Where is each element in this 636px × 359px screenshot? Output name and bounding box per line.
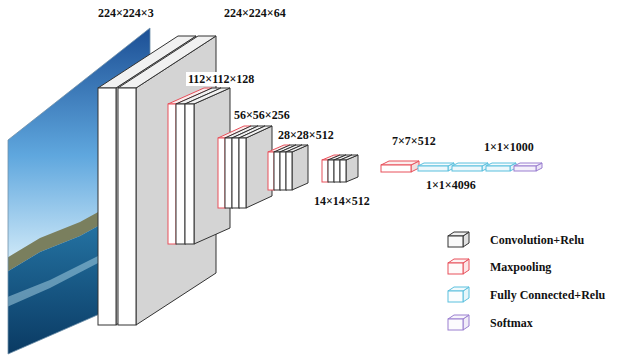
maxpool-layer xyxy=(381,161,419,172)
softmax-layer xyxy=(514,163,542,171)
cuboid-front xyxy=(452,166,482,171)
cuboid-front xyxy=(340,160,346,182)
fc-layer xyxy=(418,163,454,171)
legend-label: Fully Connected+Relu xyxy=(490,288,605,302)
cuboid-front xyxy=(486,166,510,171)
cuboid-top xyxy=(185,88,230,104)
conv-layer xyxy=(185,88,230,244)
dimension-label: 1×1×4096 xyxy=(424,178,478,192)
cuboid-front xyxy=(185,104,194,244)
cuboid-front xyxy=(514,166,536,171)
dimension-label: 7×7×512 xyxy=(390,134,438,148)
legend-label: Softmax xyxy=(490,316,533,330)
legend-entry: Fully Connected+Relu xyxy=(446,286,605,304)
cuboid-top xyxy=(448,287,469,291)
layer-stack xyxy=(98,36,542,325)
cuboid-top xyxy=(448,259,469,263)
conv-layer xyxy=(286,145,308,190)
cuboid-front xyxy=(268,152,274,190)
legend-entry: Convolution+Relu xyxy=(446,231,584,249)
cuboid-side xyxy=(292,145,308,190)
cuboid-front xyxy=(118,88,136,325)
cuboid-top xyxy=(381,161,419,165)
dimension-label: 112×112×128 xyxy=(186,72,256,86)
cuboid-front xyxy=(232,138,239,208)
cuboid-front xyxy=(225,138,232,208)
dimension-label: 56×56×256 xyxy=(232,108,292,122)
cuboid-front xyxy=(218,138,225,208)
dimension-label: 224×224×3 xyxy=(96,6,156,20)
cuboid-top xyxy=(286,145,308,152)
legend-entry: Maxpooling xyxy=(446,258,551,276)
cuboid-front xyxy=(381,165,411,172)
legend-swatch xyxy=(446,286,472,304)
cuboid-top xyxy=(340,155,358,160)
legend-entry: Softmax xyxy=(446,314,533,332)
cuboid-front xyxy=(274,152,280,190)
cuboid-front xyxy=(448,263,463,274)
fc-layer xyxy=(486,163,516,171)
cuboid-top xyxy=(239,126,272,138)
maxpool-layer xyxy=(218,126,251,208)
conv-layer xyxy=(239,126,272,208)
legend-swatch xyxy=(446,231,472,249)
cuboid-top xyxy=(448,315,469,319)
cuboid-front xyxy=(322,160,328,182)
dimension-label: 224×224×64 xyxy=(222,6,288,20)
cuboid-front xyxy=(448,319,463,330)
cuboid-front xyxy=(98,88,116,325)
dimension-label: 1×1×1000 xyxy=(482,140,536,154)
cuboid-front xyxy=(418,166,448,171)
cuboid-front xyxy=(286,152,292,190)
legend-label: Maxpooling xyxy=(490,260,551,274)
cuboid-front xyxy=(328,160,334,182)
cuboid-front xyxy=(176,104,185,244)
cuboid-front xyxy=(280,152,286,190)
legend-swatch xyxy=(446,258,472,276)
conv-layer xyxy=(340,155,358,182)
cuboid-front xyxy=(239,138,246,208)
cuboid-front xyxy=(448,291,463,302)
cuboid-front xyxy=(334,160,340,182)
dimension-label: 14×14×512 xyxy=(312,194,372,208)
legend-label: Convolution+Relu xyxy=(490,233,584,247)
cuboid-top xyxy=(448,232,469,236)
cuboid-front xyxy=(168,104,176,244)
legend-swatch xyxy=(446,314,472,332)
cuboid-front xyxy=(448,236,463,247)
fc-layer xyxy=(452,163,488,171)
dimension-label: 28×28×512 xyxy=(276,128,336,142)
